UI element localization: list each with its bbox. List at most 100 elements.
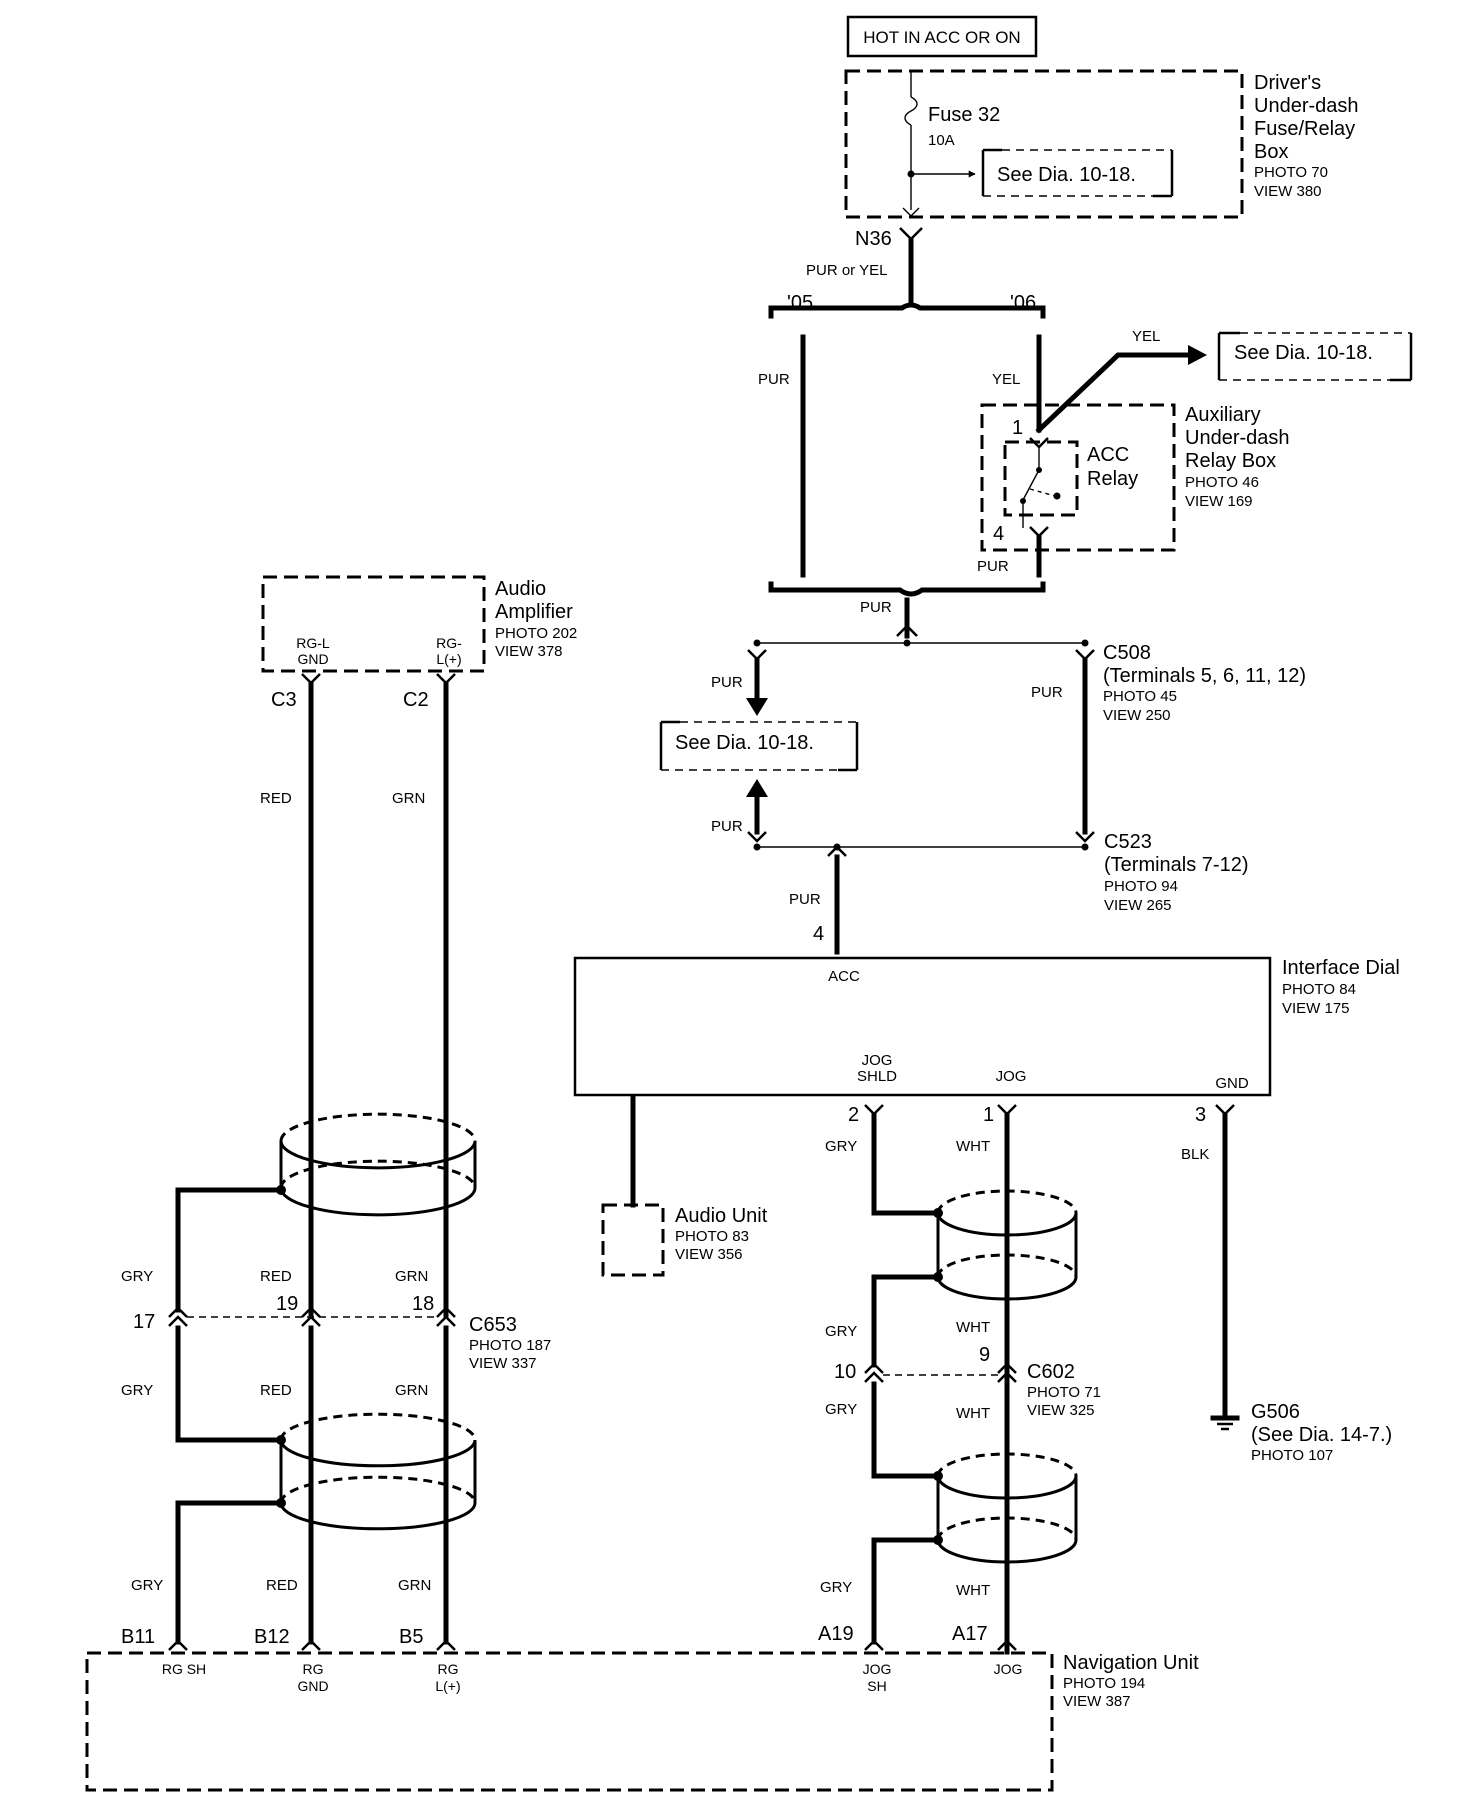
svg-text:Under-dash: Under-dash: [1185, 427, 1290, 449]
c523-label: C523 (Terminals 7-12) PHOTO 94 VIEW 265: [1104, 831, 1248, 914]
svg-text:JOG: JOG: [862, 1052, 893, 1069]
svg-text:PHOTO 46: PHOTO 46: [1185, 474, 1259, 491]
year-06-label: '06: [1010, 292, 1036, 314]
svg-text:Interface Dial: Interface Dial: [1282, 957, 1400, 979]
nav-connectors: B11 B12 B5 A19 A17: [121, 1623, 1017, 1651]
svg-text:C653: C653: [469, 1314, 517, 1336]
svg-text:Amplifier: Amplifier: [495, 601, 573, 623]
wire-wht-dial-label: WHT: [956, 1138, 990, 1155]
wire-wht-c602-upper-label: WHT: [956, 1319, 990, 1336]
svg-text:PHOTO 84: PHOTO 84: [1282, 981, 1356, 998]
wire-pur-relay-out-label: PUR: [977, 558, 1009, 575]
pin-jog-1: 1: [983, 1104, 994, 1126]
pin-gnd-3: 3: [1195, 1104, 1206, 1126]
wire-blk-dial-label: BLK: [1181, 1146, 1209, 1163]
svg-text:Fuse/Relay: Fuse/Relay: [1254, 118, 1355, 140]
wire-gry-dial-label: GRY: [825, 1138, 857, 1155]
wire-red-c653-lower-label: RED: [260, 1382, 292, 1399]
svg-text:HOT IN ACC OR ON: HOT IN ACC OR ON: [863, 28, 1020, 47]
svg-text:SH: SH: [867, 1678, 886, 1694]
svg-text:RG: RG: [438, 1661, 459, 1677]
wire-gry-jog-shld: [871, 1112, 941, 1216]
wire-pur-acc-label: PUR: [789, 891, 821, 908]
wire-gry-c602-bottom-label: GRY: [820, 1579, 852, 1596]
svg-text:Fuse 32: Fuse 32: [928, 104, 1000, 126]
svg-text:VIEW 265: VIEW 265: [1104, 897, 1172, 914]
svg-text:19: 19: [276, 1293, 298, 1315]
svg-text:B12: B12: [254, 1626, 290, 1648]
navigation-unit: Navigation Unit PHOTO 194 VIEW 387 RG SH…: [85, 1651, 1199, 1792]
wire-yel-branch-label: YEL: [1132, 328, 1160, 345]
wire-gry-c653-lower-label: GRY: [121, 1382, 153, 1399]
arrow-up-see-dia: [746, 779, 768, 797]
svg-text:See Dia. 10-18.: See Dia. 10-18.: [1234, 342, 1373, 364]
svg-text:10: 10: [834, 1361, 856, 1383]
wire-grn-c653-upper-label: GRN: [395, 1268, 428, 1285]
svg-text:10A: 10A: [928, 132, 955, 149]
svg-text:Relay Box: Relay Box: [1185, 450, 1276, 472]
fuse-relay-box: Driver's Under-dash Fuse/Relay Box PHOTO…: [844, 69, 1359, 219]
svg-text:RG: RG: [303, 1661, 324, 1677]
arrow-down-see-dia: [746, 698, 768, 716]
wire-red-amp-label: RED: [260, 790, 292, 807]
svg-text:18: 18: [412, 1293, 434, 1315]
svg-text:JOG: JOG: [863, 1661, 892, 1677]
svg-text:See Dia. 10-18.: See Dia. 10-18.: [675, 732, 814, 754]
svg-text:C602: C602: [1027, 1361, 1075, 1383]
svg-text:L(+): L(+): [435, 1678, 460, 1694]
svg-text:GND: GND: [297, 1678, 328, 1694]
svg-text:B11: B11: [121, 1626, 155, 1648]
svg-text:PHOTO 94: PHOTO 94: [1104, 878, 1178, 895]
svg-text:(Terminals 5, 6, 11, 12): (Terminals 5, 6, 11, 12): [1103, 665, 1306, 687]
svg-text:B5: B5: [399, 1626, 423, 1648]
pin-acc-4: 4: [813, 923, 824, 945]
svg-text:A19: A19: [818, 1623, 854, 1645]
svg-text:ACC: ACC: [828, 968, 860, 985]
svg-text:JOG: JOG: [994, 1661, 1023, 1677]
svg-text:PHOTO 107: PHOTO 107: [1251, 1447, 1333, 1464]
wire-gry-bottom: [175, 1500, 284, 1645]
svg-text:C508: C508: [1103, 642, 1151, 664]
svg-text:VIEW 387: VIEW 387: [1063, 1693, 1131, 1710]
join-bar: [768, 581, 1046, 597]
wire-yel-06-label: YEL: [992, 371, 1020, 388]
svg-text:GND: GND: [1215, 1075, 1249, 1092]
svg-text:VIEW 380: VIEW 380: [1254, 183, 1322, 200]
svg-text:PHOTO 83: PHOTO 83: [675, 1228, 749, 1245]
see-dia-fuse: See Dia. 10-18.: [981, 148, 1174, 198]
svg-text:VIEW 325: VIEW 325: [1027, 1402, 1095, 1419]
wire-pur-junction-label: PUR: [860, 599, 892, 616]
wire-pur-upper-branch-label: PUR: [711, 674, 743, 691]
svg-text:Navigation Unit: Navigation Unit: [1063, 1652, 1199, 1674]
arrow-see-dia-relay: [1188, 345, 1207, 365]
wire-pur-right-label: PUR: [1031, 684, 1063, 701]
conn-c3: C3: [271, 689, 297, 711]
wire-pur-05-label: PUR: [758, 371, 790, 388]
svg-text:VIEW 169: VIEW 169: [1185, 493, 1253, 510]
wire-gry-shield-upper: [175, 1187, 284, 1313]
wire-red-c653-bottom-label: RED: [266, 1577, 298, 1594]
svg-text:Relay: Relay: [1087, 468, 1138, 490]
wire-wht-c602-lower-label: WHT: [956, 1405, 990, 1422]
pin-jog-shld-2: 2: [848, 1104, 859, 1126]
svg-text:Under-dash: Under-dash: [1254, 95, 1359, 117]
svg-text:4: 4: [993, 523, 1004, 545]
svg-text:PHOTO 194: PHOTO 194: [1063, 1675, 1145, 1692]
wire-gry-c602-bottom: [871, 1537, 941, 1645]
c508-label: C508 (Terminals 5, 6, 11, 12) PHOTO 45 V…: [1103, 642, 1306, 724]
acc-relay: ACC Relay 1 4: [993, 417, 1138, 545]
svg-text:1: 1: [1012, 417, 1023, 439]
wire-red-c653-upper-label: RED: [260, 1268, 292, 1285]
wire-grn-amp-label: GRN: [392, 790, 425, 807]
svg-text:9: 9: [979, 1344, 990, 1366]
auxiliary-relay-box: Auxiliary Under-dash Relay Box PHOTO 46 …: [980, 403, 1290, 552]
svg-text:PHOTO 45: PHOTO 45: [1103, 688, 1177, 705]
svg-text:See Dia. 10-18.: See Dia. 10-18.: [997, 164, 1136, 186]
svg-text:ACC: ACC: [1087, 444, 1129, 466]
svg-text:(See Dia. 14-7.): (See Dia. 14-7.): [1251, 1424, 1392, 1446]
svg-text:(Terminals 7-12): (Terminals 7-12): [1104, 854, 1248, 876]
wire-gry-c602-lower-label: GRY: [825, 1401, 857, 1418]
svg-text:VIEW 337: VIEW 337: [469, 1355, 537, 1372]
svg-text:PHOTO 70: PHOTO 70: [1254, 164, 1328, 181]
